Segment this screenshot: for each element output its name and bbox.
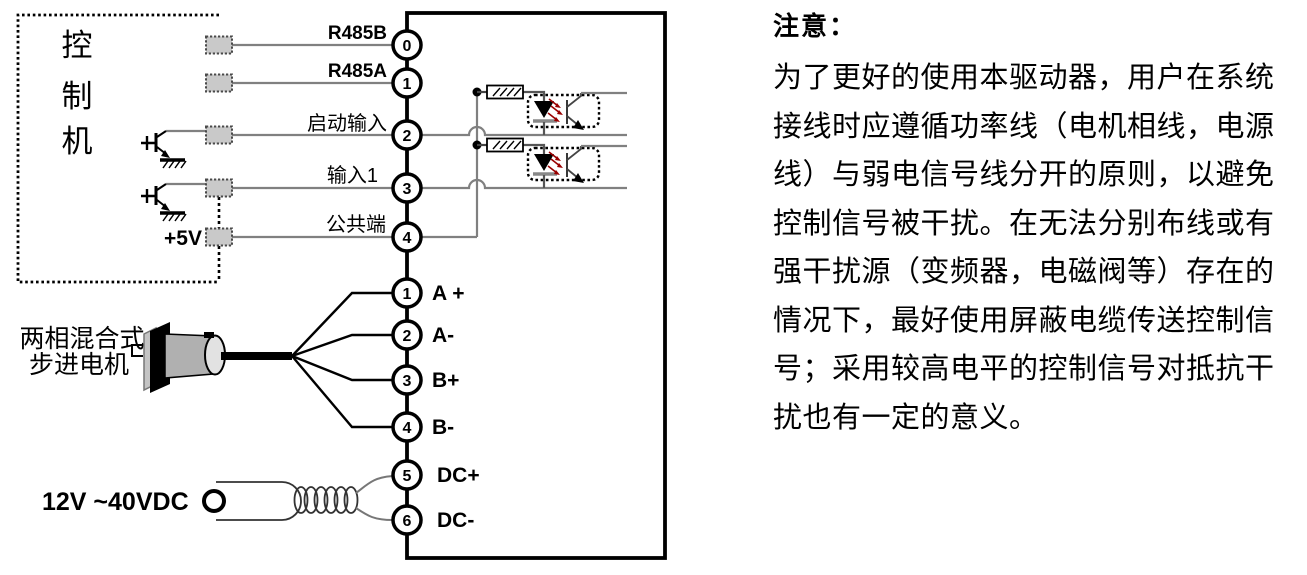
motor-label-line2: 步进电机 [29, 351, 129, 379]
signal-label-r485a: R485A [328, 61, 387, 82]
optocoupler-channel-2 [419, 136, 629, 190]
motor-phase-wires [291, 291, 393, 429]
terminal-number: 1 [403, 76, 412, 93]
motor-rear-tab [131, 344, 143, 357]
stepper-motor-graphic [131, 322, 292, 393]
power-connector-ring [202, 489, 226, 513]
signal-label-r485b: R485B [328, 23, 387, 44]
terminal-label-aplus: A + [432, 282, 464, 305]
power-cable-coil [293, 486, 359, 514]
terminal-number: 1 [403, 286, 412, 303]
terminal-number: 6 [403, 513, 412, 530]
controller-output-transistor-2 [141, 182, 206, 222]
terminal-number: 2 [403, 128, 412, 145]
note-line: 接线时应遵循功率线（电机相线，电源 [773, 110, 1275, 143]
power-supply-label: 12V ~40VDC [42, 488, 189, 516]
note-line: 为了更好的使用本驱动器，用户在系统 [773, 62, 1275, 94]
controller-label-char3: 机 [62, 124, 93, 159]
terminal-circles: 0 1 2 3 4 1 2 3 4 5 6 [391, 29, 423, 536]
terminal-label-aminus: A- [432, 324, 454, 347]
terminal-number: 4 [403, 230, 412, 247]
note-line: 线）与弱电信号线分开的原则，以避免 [773, 159, 1275, 191]
note-line: 情况下，最好使用屏蔽电缆传送控制信 [773, 304, 1275, 337]
note-line: 强干扰源（变频器，电磁阀等）存在的 [773, 256, 1275, 288]
driver-wiring-diagram: 控 制 机 [16, 11, 667, 560]
terminal-number: 3 [403, 181, 412, 198]
usage-note: 注意： 为了更好的使用本驱动器，用户在系统 接线时应遵循功率线（电机相线，电源 … [773, 10, 1307, 442]
terminal-number: 2 [403, 328, 412, 345]
motor-label-line1: 两相混合式 [19, 325, 144, 353]
power-cable-body [216, 481, 302, 521]
optocoupler-channel-1 [419, 83, 629, 137]
terminal-number: 3 [403, 373, 412, 390]
controller-box [16, 13, 219, 284]
plus5v-label: +5V [164, 227, 202, 250]
note-line: 扰也有一定的意义。 [773, 401, 1039, 434]
signal-wires [232, 43, 393, 239]
power-wire-dcplus [355, 475, 394, 494]
terminal-label-dcplus: DC+ [437, 464, 480, 487]
power-supply-graphic [202, 475, 394, 521]
controller-pads [205, 35, 233, 247]
terminal-label-dcminus: DC- [437, 509, 474, 532]
note-line: 号；采用较高电平的控制信号对抵抗干 [773, 353, 1275, 385]
terminal-number: 0 [403, 38, 412, 55]
signal-label-start-input: 启动输入 [307, 112, 387, 135]
controller-output-transistor-1 [141, 129, 206, 169]
signal-label-common: 公共端 [326, 213, 386, 236]
controller-label-char2: 制 [62, 79, 93, 114]
terminal-label-bplus: B+ [432, 369, 459, 392]
common-wire [421, 92, 479, 239]
terminal-number: 4 [403, 420, 412, 437]
terminal-number: 5 [403, 468, 412, 485]
note-line: 控制信号被干扰。在无法分别布线或有 [773, 207, 1275, 240]
power-wire-dcminus [355, 507, 394, 521]
controller-label-char1: 控 [62, 28, 93, 63]
signal-label-input1: 输入1 [327, 164, 378, 187]
terminal-label-bminus: B- [432, 416, 454, 439]
note-title: 注意： [773, 11, 858, 41]
